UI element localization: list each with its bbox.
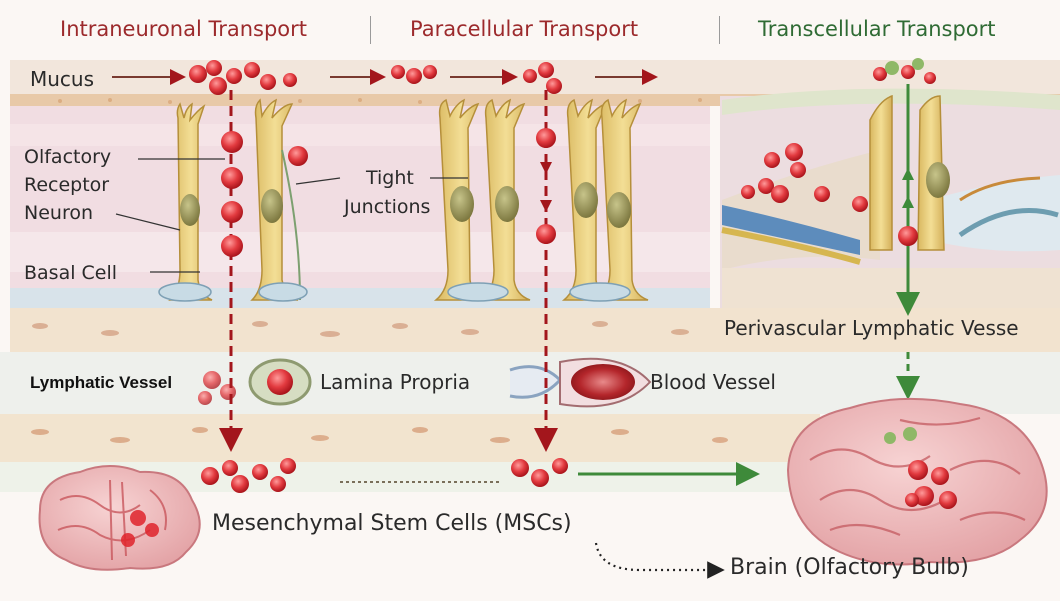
- brain-icon: [40, 466, 200, 570]
- label-lymphatic-vessel: Lymphatic Vessel: [30, 374, 172, 391]
- label-neuron: Neuron: [24, 204, 93, 223]
- label-receptor: Receptor: [24, 176, 109, 195]
- label-basal-cell: Basal Cell: [24, 264, 117, 283]
- header-paracellular: Paracellular Transport: [410, 19, 638, 40]
- label-junctions: Junctions: [344, 198, 430, 217]
- label-brain: Brain (Olfactory Bulb): [730, 557, 969, 579]
- label-perivascular: Perivascular Lymphatic Vesse: [724, 318, 1019, 338]
- label-blood-vessel: Blood Vessel: [650, 372, 776, 392]
- header-divider: [719, 16, 720, 44]
- label-tight: Tight: [366, 169, 414, 188]
- header-intraneuronal: Intraneuronal Transport: [60, 19, 307, 40]
- label-mscs: Mesenchymal Stem Cells (MSCs): [212, 513, 572, 535]
- label-mucus: Mucus: [30, 69, 94, 89]
- header-transcellular: Transcellular Transport: [758, 19, 996, 40]
- header-divider: [370, 16, 371, 44]
- label-olfactory: Olfactory: [24, 148, 111, 167]
- label-lamina-propria: Lamina Propria: [320, 372, 470, 392]
